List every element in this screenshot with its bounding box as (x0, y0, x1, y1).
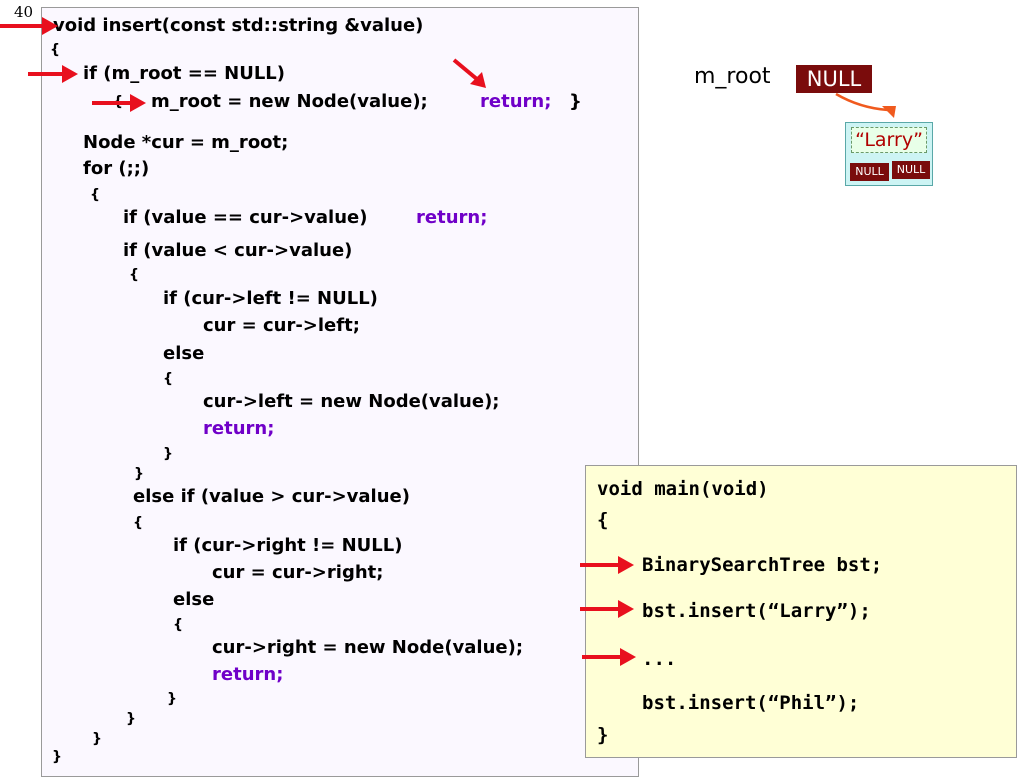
code-line: { (173, 617, 183, 633)
slide-number: 40 (14, 3, 34, 21)
execution-arrow-icon (92, 94, 146, 112)
code-line: cur->left = new Node(value); (203, 391, 500, 412)
execution-arrow-icon (580, 556, 634, 574)
code-line: if (value < cur->value) (123, 240, 353, 261)
node-left-null: NULL (850, 163, 889, 181)
node-right-null: NULL (892, 161, 930, 179)
code-line: { (163, 371, 173, 387)
code-line: { (133, 515, 143, 531)
code-line: if (cur->right != NULL) (173, 535, 403, 556)
execution-arrow-icon (580, 600, 634, 618)
code-line: else (163, 343, 205, 364)
code-line: if (value == cur->value) (123, 207, 368, 228)
main-code-panel (585, 465, 1017, 758)
code-line: } (52, 749, 62, 765)
main-code-line: { (597, 509, 609, 531)
code-line: } (569, 91, 582, 112)
main-code-line: bst.insert(“Larry”); (642, 600, 871, 622)
code-line: else (173, 589, 215, 610)
execution-arrow-icon (452, 58, 486, 88)
code-line: else if (value > cur->value) (133, 486, 410, 507)
node-value: “Larry” (851, 127, 927, 153)
code-line: void insert(const std::string &value) (53, 15, 424, 36)
main-code-line: ... (642, 648, 677, 670)
execution-arrow-icon (28, 65, 78, 83)
code-line: if (m_root == NULL) (83, 63, 286, 84)
m-root-label: m_root (694, 64, 771, 89)
code-line: { (129, 267, 139, 283)
code-keyword-return: return; (416, 207, 488, 228)
code-line: { (50, 42, 60, 58)
execution-arrow-icon (582, 648, 636, 666)
main-code-line: bst.insert(“Phil”); (642, 692, 860, 714)
code-line: cur->right = new Node(value); (212, 637, 524, 658)
code-line: cur = cur->left; (203, 315, 360, 336)
insert-code-panel (41, 7, 639, 777)
code-line: { (90, 187, 100, 203)
main-code-line: void main(void) (597, 478, 769, 500)
m-root-null-box: NULL (796, 65, 872, 93)
code-line: } (167, 691, 177, 707)
main-code-line: BinarySearchTree bst; (642, 554, 883, 576)
code-line: m_root = new Node(value); (151, 91, 428, 112)
code-line: } (92, 731, 102, 747)
code-line: for (;;) (83, 158, 150, 179)
code-keyword-return: return; (480, 91, 552, 112)
code-line: } (126, 711, 136, 727)
pointer-arrow-icon (835, 92, 896, 118)
code-line: cur = cur->right; (212, 562, 384, 583)
code-line: Node *cur = m_root; (83, 132, 289, 153)
code-keyword-return: return; (203, 418, 275, 439)
code-line: if (cur->left != NULL) (163, 288, 378, 309)
code-line: } (163, 446, 173, 462)
main-code-line: } (597, 724, 609, 746)
code-line: } (134, 466, 144, 482)
code-keyword-return: return; (212, 664, 284, 685)
execution-arrow-icon (0, 17, 58, 35)
